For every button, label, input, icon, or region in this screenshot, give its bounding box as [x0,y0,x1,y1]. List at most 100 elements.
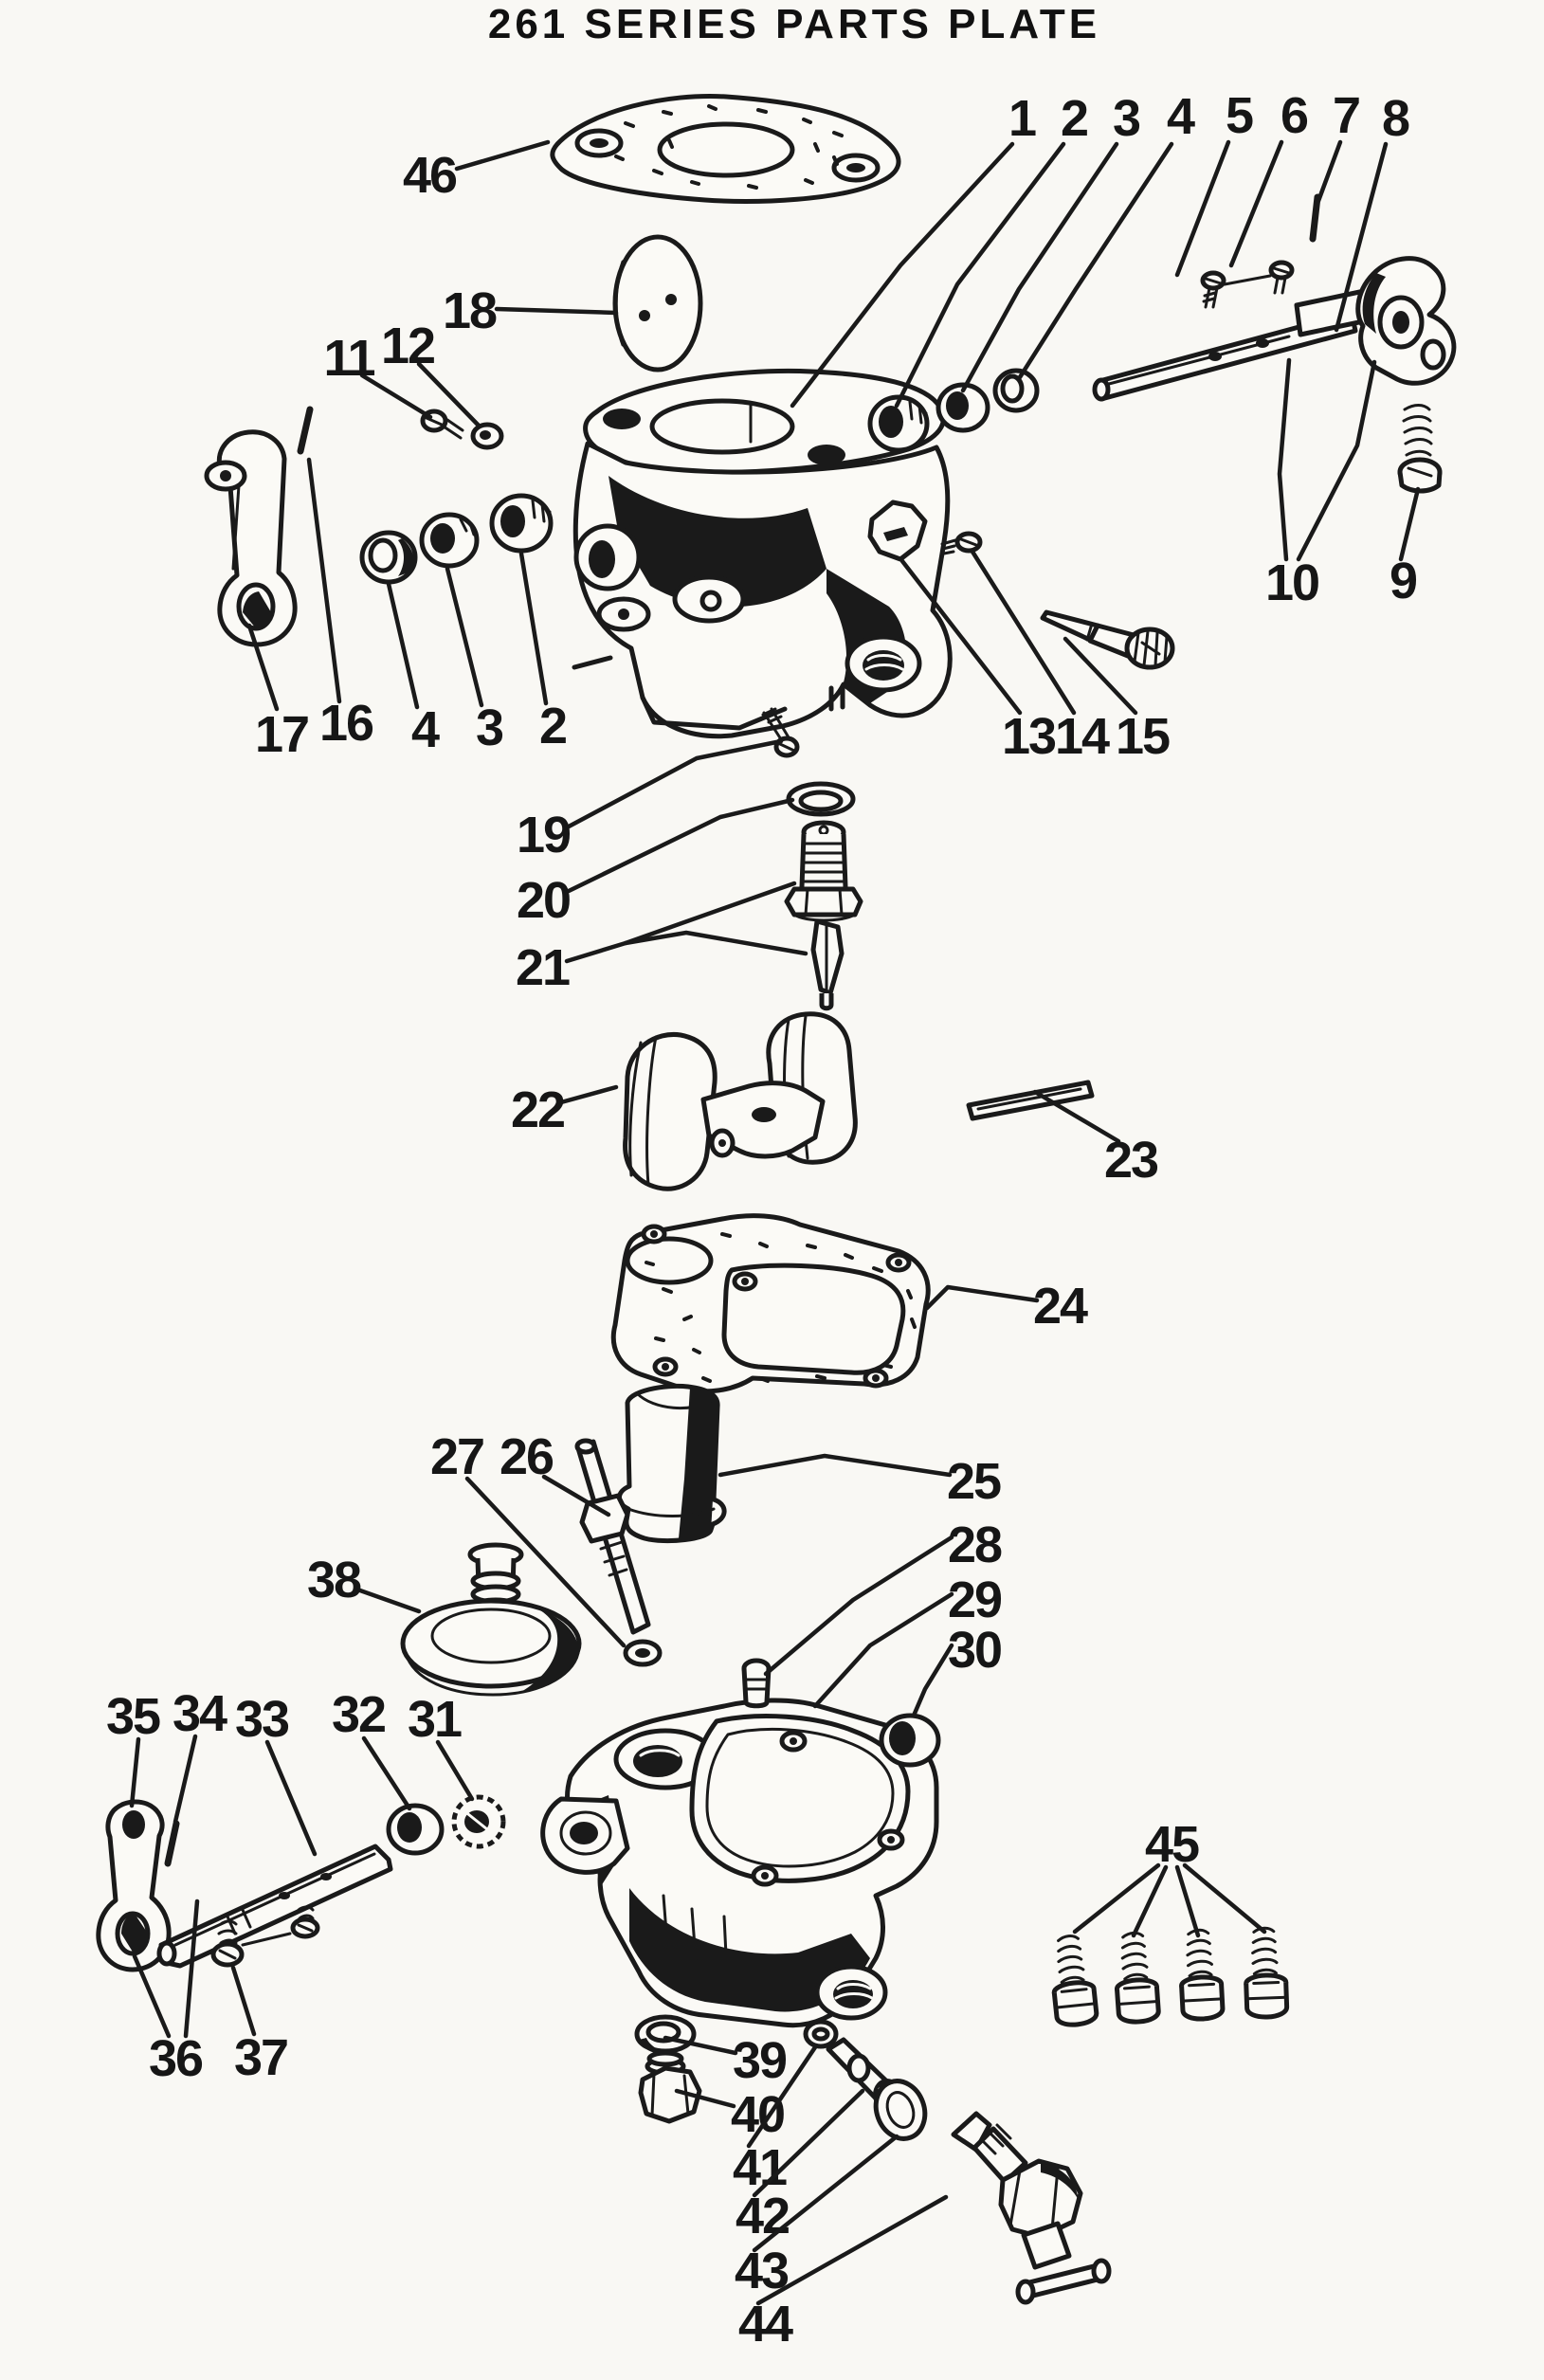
callout-34: 34 [173,1685,227,1742]
part-plug-28 [741,1658,772,1709]
leader-line-27 [464,1476,627,1648]
part-gasket-43-inner [885,2091,916,2129]
part-star-washer-31 [451,1794,506,1849]
part-float-pin-23 [966,1080,1095,1121]
callout-16: 16 [319,695,373,752]
leader-line-40 [674,2088,736,2109]
part-bracket-13 [867,500,928,562]
leader-line-46 [454,139,551,172]
callout-27: 27 [430,1428,483,1485]
callout-36: 36 [149,2030,203,2087]
callout-33: 33 [235,1691,289,1748]
part-bushing-3 [419,512,480,569]
leader-line-33 [264,1739,318,1857]
callout-32: 32 [332,1686,385,1743]
callout-29: 29 [948,1572,1002,1628]
callout-9: 9 [1390,553,1417,609]
part-diaphragm-38 [400,1542,582,1697]
callout-12: 12 [381,318,434,374]
callout-22: 22 [511,1081,564,1138]
leader-line-45 [1072,1862,1161,1935]
callout-15: 15 [1116,708,1170,765]
part-pin-7 [1309,193,1321,243]
leader-line-23 [1032,1089,1121,1144]
part-choke-plate-18 [612,234,703,372]
callout-6: 6 [1281,87,1308,144]
leader-line-26 [541,1474,611,1517]
part-oring-41 [803,2019,839,2049]
callout-18: 18 [443,282,497,339]
leader-line-8 [1334,141,1389,333]
leader-line-12 [416,361,482,429]
page-title: 261 SERIES PARTS PLATE [488,1,1100,47]
callout-24: 24 [1033,1278,1088,1335]
leader-line-2 [518,551,549,706]
part-screw-45d [1244,1928,1287,2018]
callout-46: 46 [403,147,457,204]
leader-line-28 [763,1535,954,1677]
leader-line-4 [386,581,420,710]
leader-line-20 [566,797,795,894]
leader-line-45 [1182,1862,1267,1935]
leader-line-19 [566,738,784,829]
callout-30: 30 [948,1622,1001,1679]
leader-line-30 [911,1643,954,1718]
leader-line-21 [564,881,797,964]
part-bushing-3-top [935,382,990,433]
part-screw-36 [210,1919,245,1968]
leader-line-16 [306,457,342,704]
callout-3: 3 [1113,90,1140,147]
leader-line-13 [899,558,1023,716]
part-nut-40 [638,2050,702,2124]
leader-line-15 [1063,636,1138,716]
leader-line-6 [1228,139,1284,268]
callout-39: 39 [733,2032,787,2089]
callout-25: 25 [947,1453,1001,1510]
leader-line-36 [183,1899,200,2039]
callout-5: 5 [1226,87,1253,144]
callout-8: 8 [1382,90,1409,147]
callout-42: 42 [736,2188,789,2244]
callout-17: 17 [255,706,308,763]
leader-line-43 [752,2134,899,2253]
leader-line-29 [812,1591,954,1709]
leader-line-3 [445,566,484,708]
leader-line-4 [1017,141,1174,380]
leader-line-1 [790,141,1015,409]
leader-line-11 [359,372,433,420]
leader-line-10 [1277,357,1292,562]
part-screw-45b [1113,1932,1158,2023]
part-upper-body-1 [572,369,953,739]
leader-line-34 [173,1734,198,1825]
callout-2: 2 [539,698,566,754]
part-pin-16 [297,406,314,455]
leader-line-45 [1131,1864,1169,1938]
callout-11: 11 [323,330,374,387]
callout-13: 13 [1002,708,1056,765]
callout-35: 35 [106,1688,160,1745]
leader-line-14 [970,549,1077,716]
part-float-22 [623,1011,858,1191]
part-screw-6 [1268,260,1295,295]
leader-line-45 [1174,1864,1201,1938]
part-pin-34 [164,1820,180,1867]
part-tube-washer-27 [623,1639,663,1667]
part-bushing-30 [879,1713,941,1768]
part-drain-valve-44 [951,2111,1112,2305]
leader-line-35 [129,1736,141,1808]
callout-44: 44 [738,2296,793,2353]
callout-26: 26 [500,1428,554,1485]
callout-1: 1 [1008,90,1036,147]
part-bowl-gasket-24 [610,1213,931,1394]
callout-31: 31 [408,1691,462,1748]
leader-line-10 [1296,359,1377,562]
leader-line-31 [435,1739,475,1802]
callout-21: 21 [516,939,570,996]
part-choke-shaft-33 [156,1844,393,1969]
part-washer-12 [470,422,504,450]
leader-line-22 [558,1084,619,1105]
callout-10: 10 [1265,554,1318,611]
